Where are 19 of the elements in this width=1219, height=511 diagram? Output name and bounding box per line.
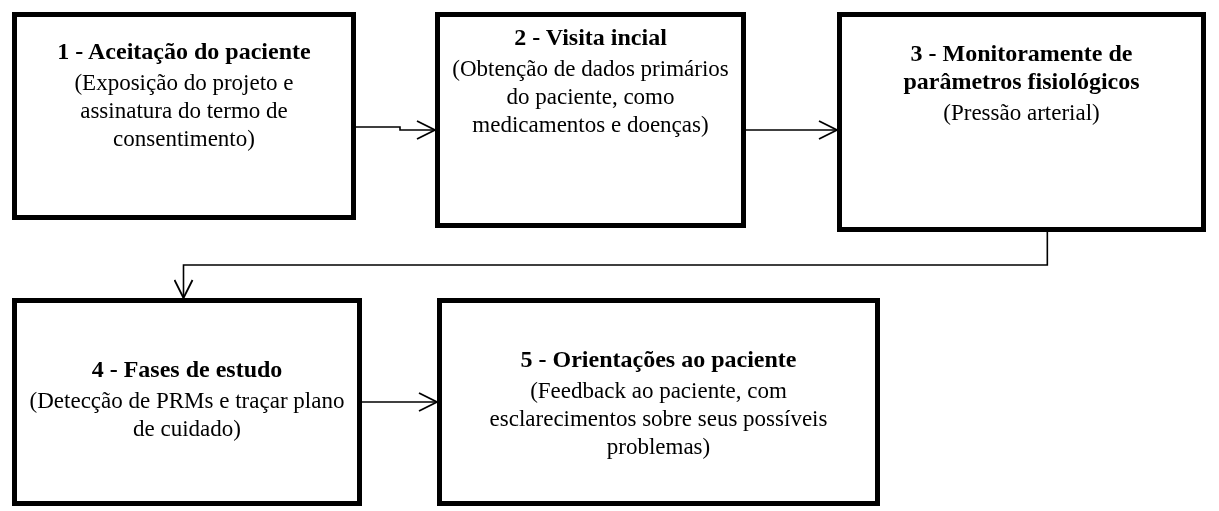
arrow bbox=[173, 231, 1049, 299]
step-description: (Detecção de PRMs e traçar plano de cuidado) bbox=[29, 387, 345, 443]
step-title: 1 - Aceitação do paciente bbox=[57, 37, 311, 65]
step-title: 2 - Visita incial bbox=[514, 23, 667, 51]
step-title: 3 - Monitoramente de parâmetros fisiológicos bbox=[902, 39, 1141, 95]
process-box bbox=[12, 298, 362, 506]
process-box bbox=[437, 298, 880, 506]
arrow bbox=[361, 392, 438, 412]
step-title: 5 - Orientações ao paciente bbox=[520, 345, 797, 373]
process-box bbox=[837, 12, 1206, 232]
arrow bbox=[355, 120, 436, 140]
step-description: (Pressão arterial) bbox=[943, 99, 1100, 127]
step-title: 4 - Fases de estudo bbox=[91, 355, 283, 383]
step-description: (Exposição do projeto e assinatura do termo de consentimento) bbox=[73, 69, 295, 153]
step-description: (Obtenção de dados primários do paciente, como medicamentos e doenças) bbox=[452, 55, 729, 139]
process-box bbox=[435, 12, 746, 228]
process-box bbox=[12, 12, 356, 220]
step-description: (Feedback ao paciente, com esclarecimentos sobre seus possíveis problemas) bbox=[488, 377, 829, 461]
arrow bbox=[745, 120, 838, 140]
